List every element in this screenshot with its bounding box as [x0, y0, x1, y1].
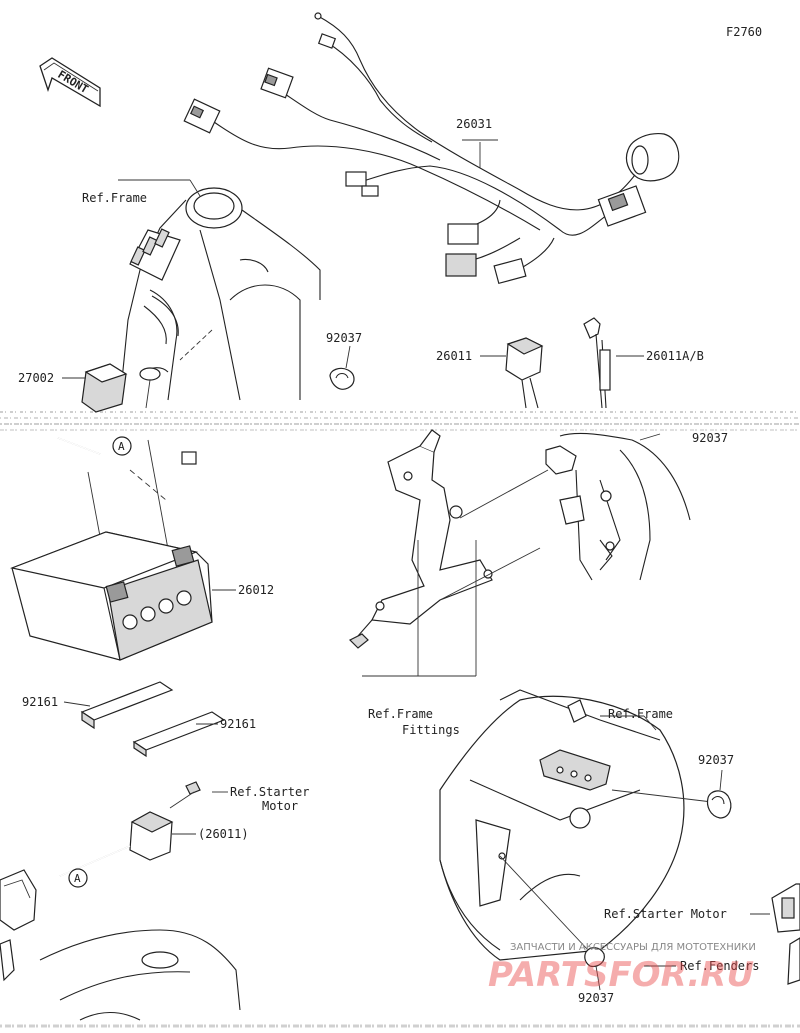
figure-code: F2760	[726, 25, 762, 39]
label-clamp-d: 92037	[578, 991, 614, 1005]
label-fittings-1: Ref.Frame	[368, 707, 433, 721]
scan-noise-band	[0, 408, 800, 434]
label-clamp-c: 92037	[698, 753, 734, 767]
watermark-brand: PARTSFOR.RU	[488, 955, 754, 995]
starter-motor-right	[750, 883, 800, 985]
frame-fittings-bracket	[348, 429, 549, 677]
part-27002	[62, 363, 169, 413]
label-ref-frame-top: Ref.Frame	[82, 191, 147, 205]
label-clamp-a: 92037	[326, 331, 362, 345]
relay-26011	[480, 337, 544, 409]
label-starter-1: Ref.Starter	[230, 785, 309, 799]
label-relay: 26011	[436, 349, 472, 363]
label-27002: 27002	[18, 371, 54, 385]
battery-26012	[9, 531, 236, 661]
front-arrow-icon: FRONT	[39, 57, 101, 108]
label-strap-2: 92161	[220, 717, 256, 731]
frame-top-left	[118, 179, 321, 401]
strap-92161-1	[63, 681, 174, 730]
clamp-92037-d	[584, 947, 605, 991]
label-battery: 26012	[238, 583, 274, 597]
label-relay-paren: (26011)	[198, 827, 249, 841]
label-harness: 26031	[456, 117, 492, 131]
relay-26011ab	[583, 317, 644, 409]
rear-frame-assembly	[439, 689, 713, 961]
watermark-caption: ЗАПЧАСТИ И АКСЕССУАРЫ ДЛЯ МОТОТЕХНИКИ	[510, 942, 756, 953]
callout-a-bottom: A	[74, 872, 81, 885]
label-clamp-b: 92037	[692, 431, 728, 445]
frame-bracket-mid-right	[545, 432, 691, 581]
label-fittings-2: Fittings	[402, 723, 460, 737]
label-strap-1: 92161	[22, 695, 58, 709]
label-ref-frame-right: Ref.Frame	[608, 707, 673, 721]
callout-a-top: A	[118, 440, 125, 453]
label-fenders: Ref.Fenders	[680, 959, 759, 973]
clamp-92037-c	[706, 769, 732, 819]
clamp-92037-a	[329, 345, 355, 390]
label-starter-2: Motor	[262, 799, 298, 813]
strap-92161-2	[132, 711, 226, 758]
starter-relay-assembly: A	[0, 781, 241, 1021]
label-relay-ab: 26011A/B	[646, 349, 704, 363]
label-starter-right: Ref.Starter Motor	[604, 907, 727, 921]
main-harness	[183, 12, 680, 285]
